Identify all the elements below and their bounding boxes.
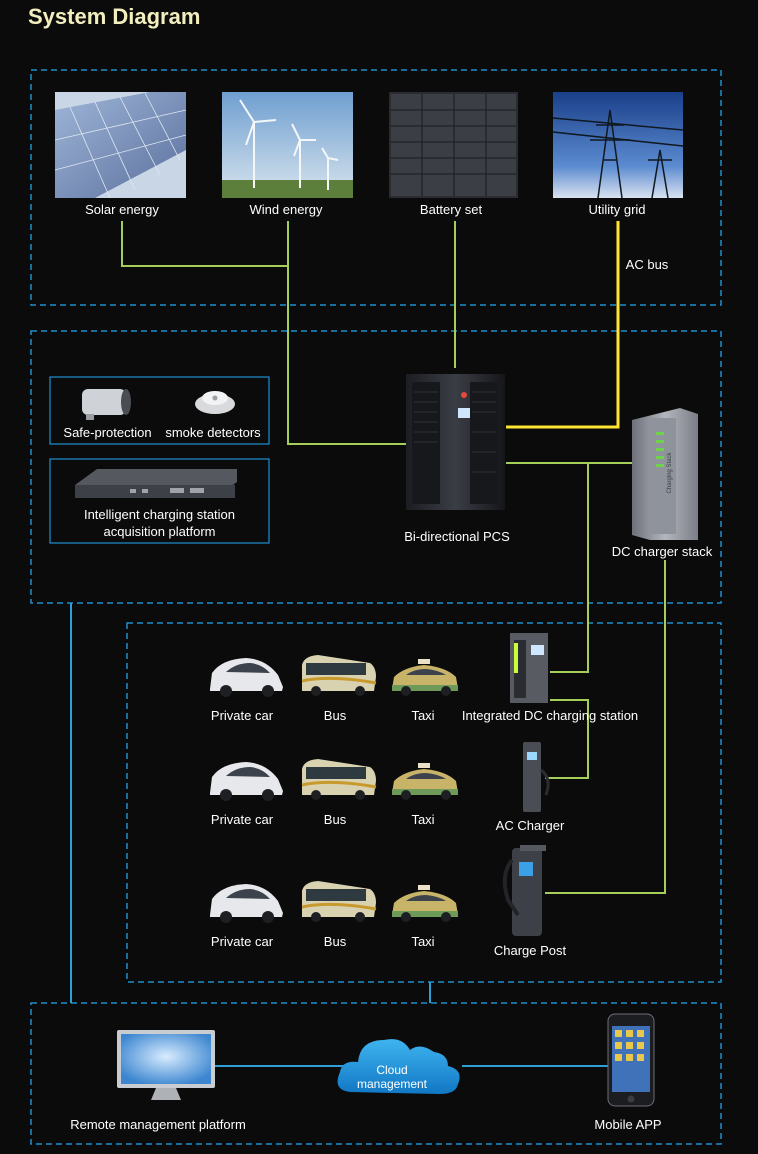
row1-taxi-label: Taxi <box>411 708 435 723</box>
dc-stack-icon <box>632 408 698 540</box>
row1-bus-label: Bus <box>323 708 347 723</box>
cloud-label: Cloud management <box>355 1063 429 1091</box>
pcs-label: Bi-directional PCS <box>404 529 510 544</box>
rack-device-icon <box>75 469 237 498</box>
stack-badge-label: Charging Stack <box>667 452 673 494</box>
row3-bus-label: Bus <box>323 934 347 949</box>
management-links <box>70 603 608 1067</box>
row1-charger-label: Integrated DC charging station <box>461 708 639 723</box>
private-car-icon <box>210 762 283 801</box>
row3-taxi-label: Taxi <box>411 934 435 949</box>
solar-link <box>121 221 288 267</box>
wind-turbine-icon <box>222 92 353 198</box>
battery-label: Battery set <box>419 202 483 217</box>
monitor-icon <box>117 1030 215 1100</box>
dc-stack-label: DC charger stack <box>611 544 713 559</box>
row3-car-label: Private car <box>210 934 274 949</box>
phone-icon <box>607 1013 655 1107</box>
wind-link <box>287 221 406 445</box>
smoke-detector-icon <box>195 391 235 414</box>
ac-bus-label: AC bus <box>625 257 669 272</box>
remote-platform-label: Remote management platform <box>70 1117 246 1132</box>
charge-post-icon <box>502 845 546 936</box>
row2-bus-label: Bus <box>323 812 347 827</box>
conversion-frame <box>30 330 722 604</box>
page-title: System Diagram <box>28 4 201 29</box>
ac-bus-link <box>506 221 620 429</box>
camera-icon <box>82 389 131 420</box>
vehicles-frame <box>126 622 722 983</box>
private-car-icon <box>210 884 283 923</box>
taxi-icon <box>392 659 458 696</box>
bus-icon <box>301 759 377 800</box>
vehicle-rows <box>210 655 458 923</box>
taxi-icon <box>392 763 458 800</box>
safe-protection-label: Safe-protection <box>63 425 152 440</box>
ac-charger-link <box>545 699 589 779</box>
battery-set-icon <box>389 92 518 198</box>
private-car-icon <box>210 658 283 697</box>
mobile-app-label: Mobile APP <box>594 1117 662 1132</box>
charge-post-link <box>545 560 666 894</box>
cloud-label-line2: management <box>356 1077 428 1091</box>
row2-taxi-label: Taxi <box>411 812 435 827</box>
utility-grid-icon <box>552 92 684 199</box>
management-frame <box>30 1002 722 1145</box>
row2-charger-label: AC Charger <box>495 818 565 833</box>
solar-label: Solar energy <box>85 202 159 217</box>
cloud-icon <box>337 1039 460 1094</box>
row3-charger-label: Charge Post <box>493 943 567 958</box>
row2-car-label: Private car <box>210 812 274 827</box>
solar-panel-icon <box>54 92 187 199</box>
wind-label: Wind energy <box>249 202 323 217</box>
platform-label-line1: Intelligent charging station <box>83 507 236 522</box>
bus-icon <box>301 881 377 922</box>
taxi-icon <box>392 885 458 922</box>
dc-links <box>121 221 666 894</box>
bus-icon <box>301 655 377 696</box>
cloud-label-line1: Cloud <box>376 1063 408 1077</box>
ac-charger-icon <box>523 742 550 812</box>
sources-frame <box>30 69 722 306</box>
integrated-link <box>550 463 589 673</box>
pcs-cabinet-icon <box>406 374 505 510</box>
protection-box <box>49 376 270 445</box>
platform-box <box>49 458 270 544</box>
platform-label-line2: acquisition platform <box>103 524 216 539</box>
smoke-detectors-label: smoke detectors <box>165 425 261 440</box>
row1-car-label: Private car <box>210 708 274 723</box>
grid-label: Utility grid <box>588 202 646 217</box>
integrated-dc-station-icon <box>510 633 548 703</box>
